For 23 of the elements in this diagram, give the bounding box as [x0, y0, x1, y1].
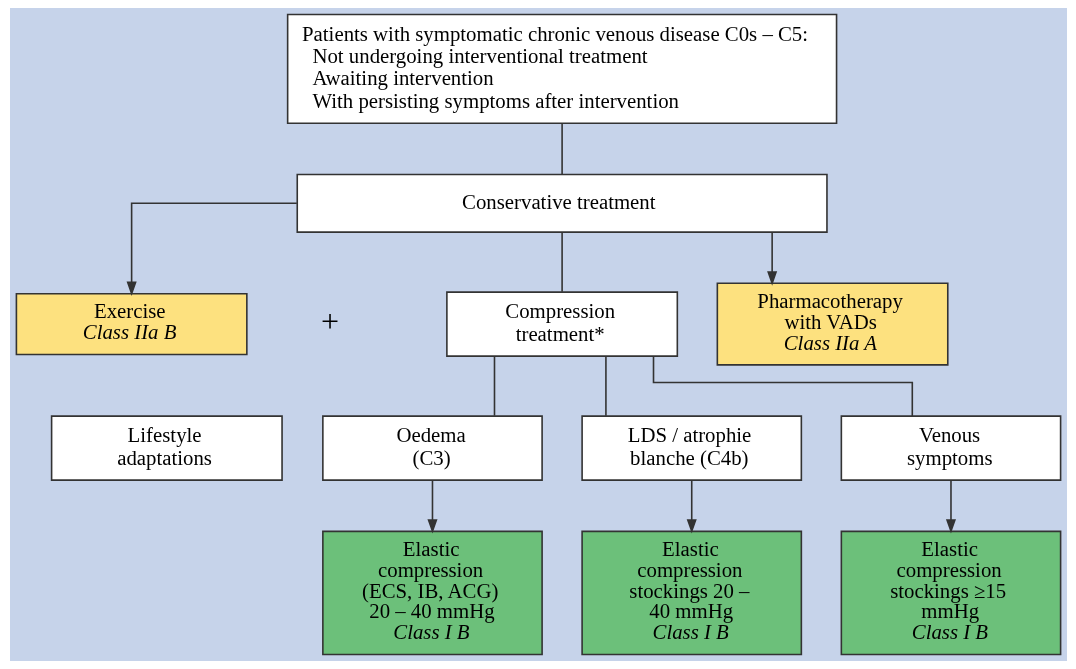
node-box: Conservative treatment	[295, 173, 828, 233]
node-box: Lifestyle adaptations	[50, 415, 283, 481]
connector	[560, 122, 563, 176]
label: +	[320, 303, 339, 340]
node-box: Elastic compression stockings 20 – 40 mmHg Class I B	[580, 530, 802, 656]
node-box: Oedema (C3)	[321, 415, 543, 481]
arrow	[686, 479, 697, 534]
connector	[560, 231, 563, 293]
node-box: LDS / atrophie blanche (C4b)	[580, 415, 802, 481]
connector	[652, 355, 913, 417]
node-box: Exercise Class IIa B	[15, 292, 248, 356]
arrow	[126, 202, 298, 297]
arrow	[766, 231, 777, 286]
node-box: Elastic compression stockings ≥15 mmHg Class I B	[840, 530, 1061, 656]
node-box: Venous symptoms	[840, 415, 1061, 481]
arrow	[426, 479, 438, 534]
arrow	[945, 479, 956, 534]
connector	[493, 355, 495, 417]
node-box: Patients with symptomatic chronic venous disease C0s – C5: Not undergoing interventional treatment Awaiting intervention With persisting symptoms after intervention	[286, 13, 837, 125]
node-box: Pharmacotherapy with VADs Class IIa A	[716, 282, 949, 366]
node-box: Compression treatment*	[445, 291, 678, 357]
connector	[604, 355, 607, 417]
node-box: Elastic compression (ECS, IB, ACG) 20 – 40 mmHg Class I B	[321, 530, 543, 656]
